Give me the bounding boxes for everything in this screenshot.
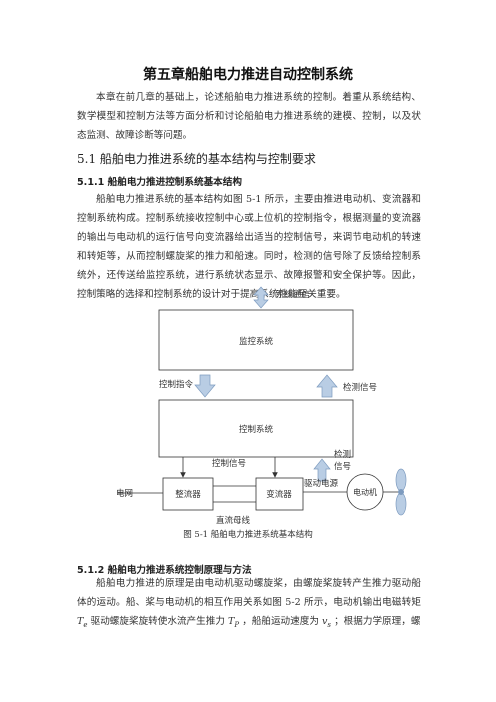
system-comm-label: 系统通信 xyxy=(276,289,311,300)
inverter-box xyxy=(255,477,304,511)
control-cmd-label: 控制指令 xyxy=(159,379,194,390)
detect-signal-top-arrow xyxy=(316,374,338,398)
system-structure-diagram: 系统通信 监控系统 控制指令 检测信号 控制系统 控制信号 xyxy=(0,285,496,540)
motor-label: 电动机 xyxy=(353,487,377,497)
drive-power-label: 驱动电源 xyxy=(304,478,339,489)
para-5-1-2-part-c: ，船舶运动速度为 xyxy=(242,616,319,627)
control-signal-label: 控制信号 xyxy=(212,458,246,469)
control-signal-lines xyxy=(180,457,278,478)
detect-signal-bottom-arrow xyxy=(313,458,331,482)
para-5-1-2-part-d: ；根据力学原理，螺 xyxy=(334,616,421,627)
section-heading-5-1-2: 5.1.2 船舶电力推进系统控制原理与方法 xyxy=(77,565,252,576)
symbol-vs: vs xyxy=(322,616,332,629)
control-system-label: 控制系统 xyxy=(239,424,274,435)
rectifier-label: 整流器 xyxy=(175,489,201,500)
dc-bus-lines xyxy=(213,485,256,503)
figure-caption: 图 5-1 船舶电力推进系统基本结构 xyxy=(183,530,313,540)
detect-signal-bottom-label-1: 检测 xyxy=(334,449,351,460)
control-cmd-arrow xyxy=(194,374,216,398)
control-system-box xyxy=(158,399,354,458)
dc-bus-label: 直流母线 xyxy=(216,515,251,526)
body-paragraph-5-1-2: 船舶电力推进的原理是由电动机驱动螺旋桨，由螺旋桨旋转产生推力驱动船体的运动。船、… xyxy=(77,574,421,635)
para-5-1-2-part-a: 船舶电力推进的原理是由电动机驱动螺旋桨，由螺旋桨旋转产生推力驱动船体的运动。船、… xyxy=(77,578,421,608)
chapter-title: 第五章船舶电力推进自动控制系统 xyxy=(143,67,353,83)
section-heading-5-1: 5.1 船舶电力推进系统的基本结构与控制要求 xyxy=(77,152,316,166)
symbol-te: Te xyxy=(77,616,88,629)
detect-signal-bottom-label-2: 信号 xyxy=(334,461,351,472)
monitor-system-box xyxy=(158,309,354,371)
grid-label: 电网 xyxy=(116,488,133,499)
system-comm-arrow xyxy=(253,286,269,309)
rectifier-box xyxy=(162,477,214,511)
monitor-system-label: 监控系统 xyxy=(239,336,274,347)
para-5-1-2-part-b: 驱动螺旋桨旋转使水流产生推力 xyxy=(90,616,225,627)
body-paragraph-5-1-1: 船舶电力推进系统的基本结构如图 5-1 所示，主要由推进电动机、变流器和控制系统… xyxy=(77,194,421,300)
intro-paragraph: 本章在前几章的基础上，论述船舶电力推进系统的控制。着重从系统结构、数学模型和控制… xyxy=(77,92,421,141)
detect-signal-top-label: 检测信号 xyxy=(343,382,377,393)
section-heading-5-1-1: 5.1.1 船舶电力推进控制系统基本结构 xyxy=(77,177,242,188)
propeller-icon xyxy=(395,468,407,516)
symbol-tp: TP xyxy=(228,616,240,629)
inverter-label: 变流器 xyxy=(266,489,292,500)
